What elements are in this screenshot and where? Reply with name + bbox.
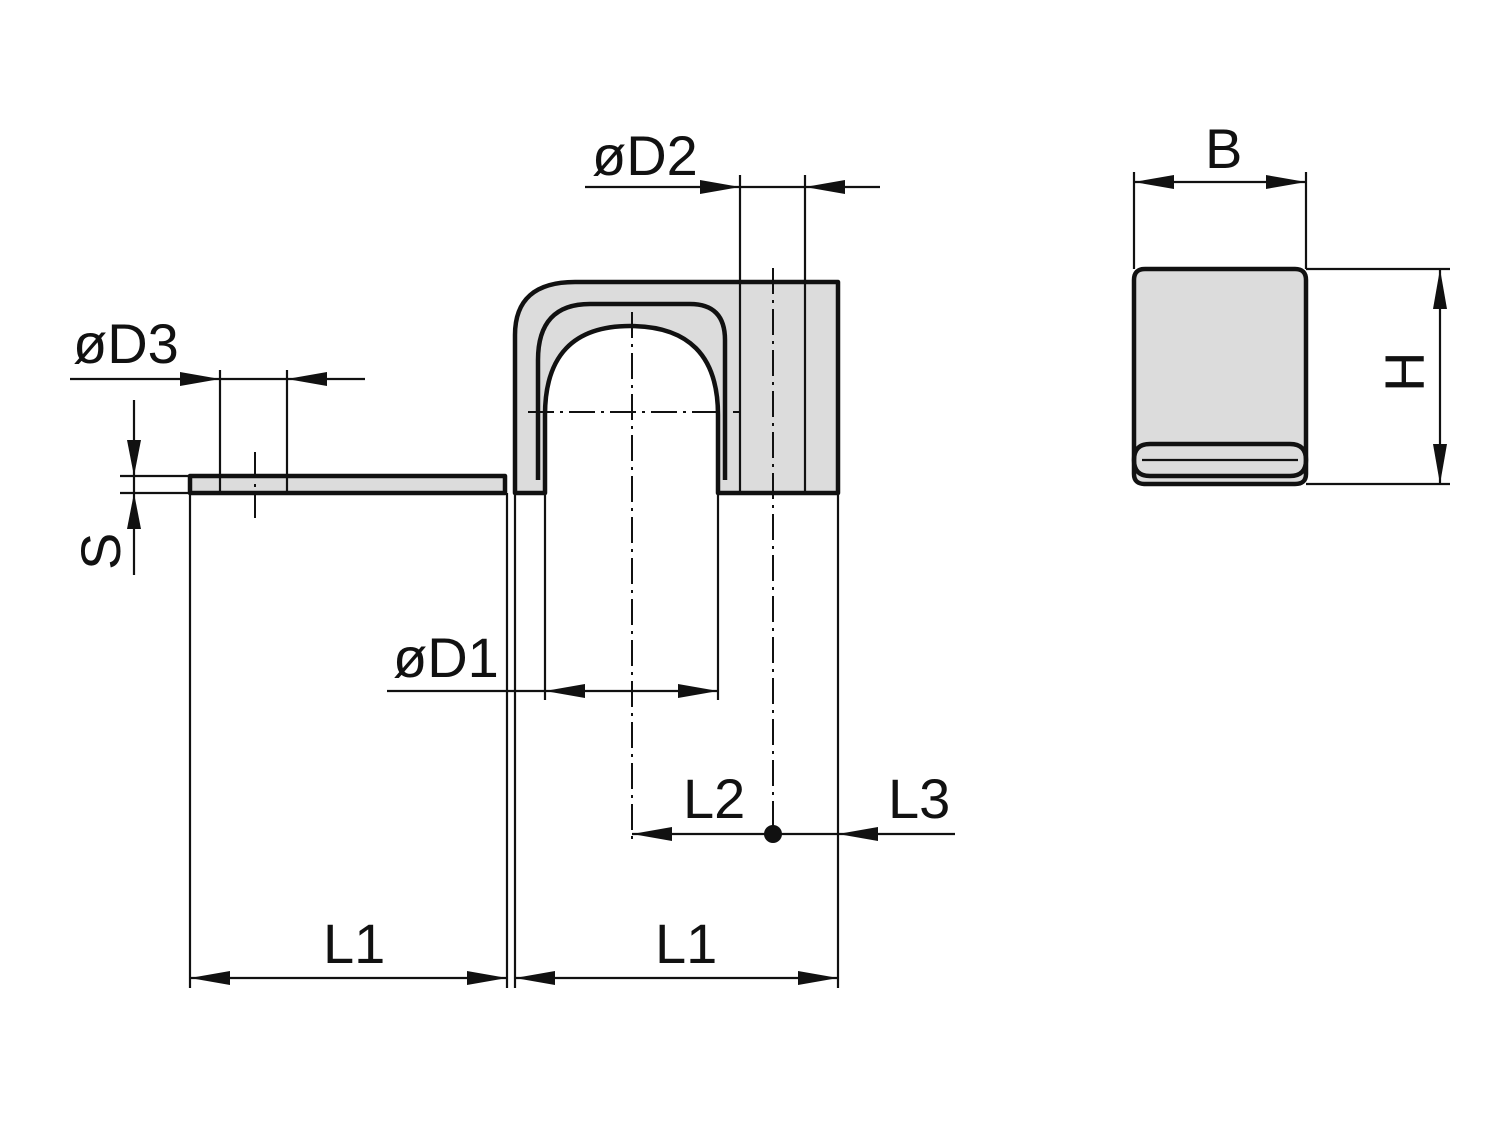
label-l3: L3 (888, 767, 950, 830)
dimension-l2-l3: L2 L3 (632, 767, 955, 843)
side-view-part (187, 279, 841, 496)
d3-hole (218, 370, 289, 493)
end-view-body (1131, 266, 1309, 487)
dimension-d2: øD2 (585, 124, 880, 194)
dimension-l1-right: L1 (515, 912, 838, 985)
dimension-d3: øD3 (70, 312, 365, 386)
dimension-l1-left: L1 (190, 912, 507, 985)
label-d1: øD1 (393, 626, 499, 689)
label-h: H (1373, 352, 1436, 392)
hook-inner-contour (535, 301, 728, 480)
dimension-b: B (1132, 117, 1308, 269)
label-l1-left: L1 (323, 912, 385, 975)
extension-lines (120, 175, 840, 988)
dimension-s: S (69, 400, 141, 575)
label-d2: øD2 (592, 124, 698, 187)
label-b: B (1205, 117, 1242, 180)
dimension-h: H (1306, 267, 1450, 486)
label-l1-right: L1 (655, 912, 717, 975)
flange (187, 473, 508, 496)
end-view-part (1131, 266, 1309, 487)
label-l2: L2 (683, 767, 745, 830)
end-view-foot (1131, 441, 1309, 479)
label-d3: øD3 (73, 312, 179, 375)
label-s: S (69, 533, 132, 570)
dimension-d1: øD1 (387, 626, 718, 698)
reference-point (764, 825, 782, 843)
center-lines (254, 268, 774, 842)
hook-body (512, 279, 841, 496)
